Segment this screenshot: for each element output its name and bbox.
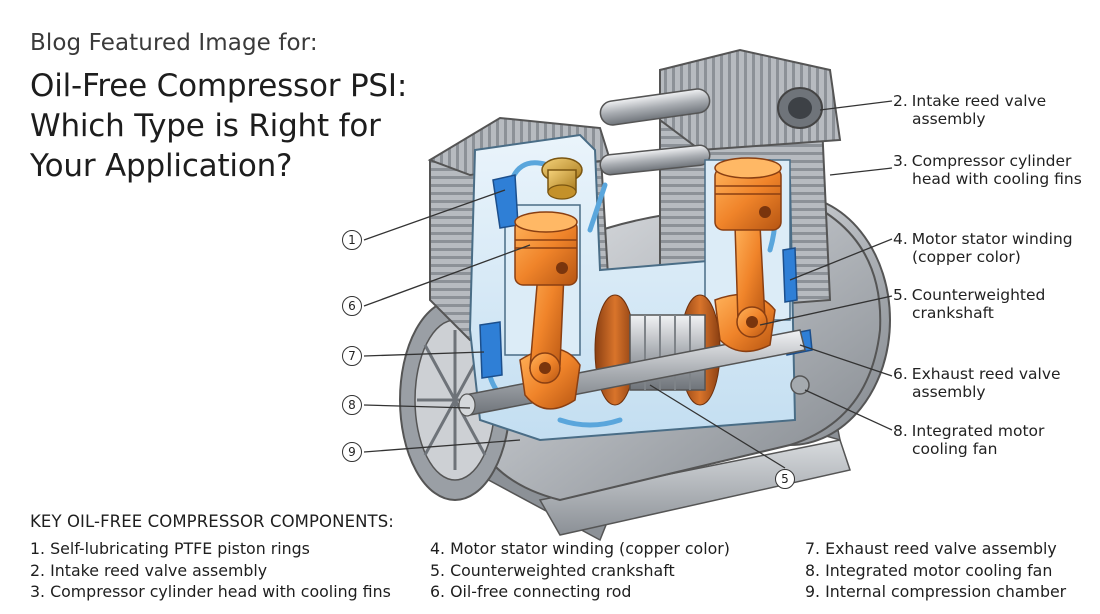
- circled-callout-7: 7: [342, 346, 362, 366]
- callout-exhaust-reed-valve: 6.Exhaust reed valve assembly: [893, 365, 1061, 401]
- key-item: 2. Intake reed valve assembly: [30, 560, 268, 580]
- key-item: 1. Self-lubricating PTFE piston rings: [30, 539, 310, 558]
- title-line-2: Which Type is Right for: [30, 108, 381, 144]
- title-line-3: Your Application?: [30, 148, 293, 184]
- key-item: 4. Motor stator winding (copper color): [430, 539, 730, 558]
- key-item: 9. Internal compression chamber: [805, 582, 1067, 601]
- key-item: 6. Oil-free connecting rod: [430, 582, 632, 601]
- key-heading: KEY OIL-FREE COMPRESSOR COMPONENTS:: [30, 512, 394, 531]
- circled-callout-6: 6: [342, 296, 362, 316]
- circled-callout-9: 9: [342, 442, 362, 462]
- page-title: Oil-Free Compressor PSI: Which Type is R…: [30, 66, 407, 186]
- callout-crankshaft: 5.Counterweighted crankshaft: [893, 286, 1046, 322]
- pre-title: Blog Featured Image for:: [30, 30, 318, 56]
- key-item: 8. Integrated motor cooling fan: [805, 560, 1053, 580]
- key-item: 5. Counterweighted crankshaft: [430, 560, 675, 580]
- title-line-1: Oil-Free Compressor PSI:: [30, 68, 408, 104]
- key-item: 3. Compressor cylinder head with cooling…: [30, 582, 391, 601]
- circled-callout-5: 5: [775, 469, 795, 489]
- callout-intake-reed-valve: 2.Intake reed valve assembly: [893, 92, 1047, 128]
- key-column-3: 7. Exhaust reed valve assembly 8. Integr…: [805, 538, 1066, 603]
- key-components: KEY OIL-FREE COMPRESSOR COMPONENTS: 1. S…: [30, 512, 1090, 601]
- callout-cylinder-head: 3.Compressor cylinder head with cooling …: [893, 152, 1082, 188]
- circled-callout-1: 1: [342, 230, 362, 250]
- key-column-1: 1. Self-lubricating PTFE piston rings 2.…: [30, 538, 391, 603]
- title-block: Blog Featured Image for: Oil-Free Compre…: [30, 30, 407, 186]
- circled-callout-8: 8: [342, 395, 362, 415]
- callout-cooling-fan: 8.Integrated motor cooling fan: [893, 422, 1045, 458]
- key-item: 7. Exhaust reed valve assembly: [805, 539, 1057, 558]
- callout-stator-winding: 4.Motor stator winding (copper color): [893, 230, 1073, 266]
- key-column-2: 4. Motor stator winding (copper color) 5…: [430, 538, 730, 603]
